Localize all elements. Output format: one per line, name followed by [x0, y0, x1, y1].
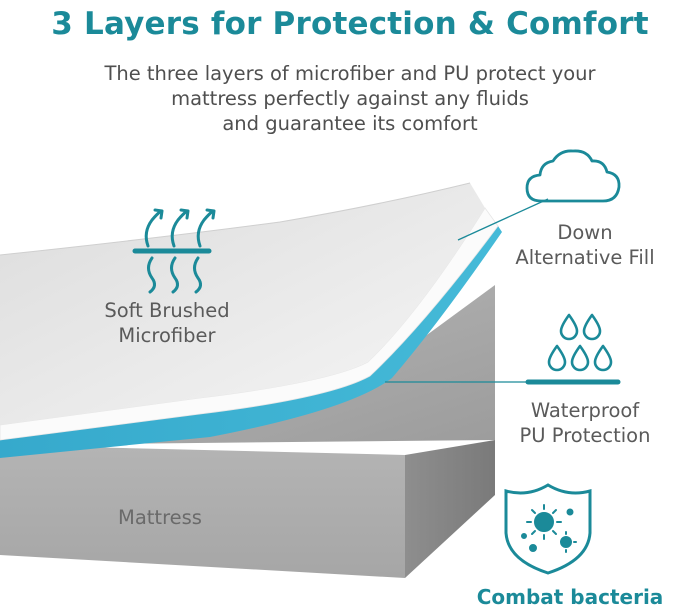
page-subtitle: The three layers of microfiber and PU pr…: [0, 61, 700, 136]
page-title: 3 Layers for Protection & Comfort: [51, 6, 649, 42]
water-drops-icon: [547, 313, 613, 372]
mattress-label: Mattress: [118, 506, 202, 529]
label-line: Microfiber: [118, 324, 216, 347]
soft-brushed-microfiber-label: Soft Brushed Microfiber: [72, 298, 262, 348]
waterproof-pu-label: Waterproof PU Protection: [495, 398, 675, 448]
shield-bacteria-icon: [504, 483, 592, 575]
label-line: Alternative Fill: [515, 246, 655, 269]
subtitle-line: mattress perfectly against any fluids: [171, 87, 529, 110]
label-line: Down: [557, 221, 613, 244]
combat-bacteria-label: Combat bacteria: [476, 585, 664, 609]
subtitle-line: The three layers of microfiber and PU pr…: [104, 62, 596, 85]
label-line: Waterproof: [530, 399, 640, 422]
mattress-side: [405, 440, 495, 578]
down-alternative-fill-label: Down Alternative Fill: [495, 220, 675, 270]
label-line: PU Protection: [519, 424, 651, 447]
pu-layer: [0, 226, 502, 458]
down-callout-line: [457, 198, 549, 241]
heat-waves-icon: [132, 208, 216, 294]
microfiber-edge: [0, 182, 471, 256]
cloud-icon: [525, 149, 621, 203]
mattress-front: [0, 445, 405, 578]
microfiber-layer: [0, 183, 485, 425]
subtitle-line: and guarantee its comfort: [222, 112, 478, 135]
label-line: Soft Brushed: [104, 299, 230, 322]
